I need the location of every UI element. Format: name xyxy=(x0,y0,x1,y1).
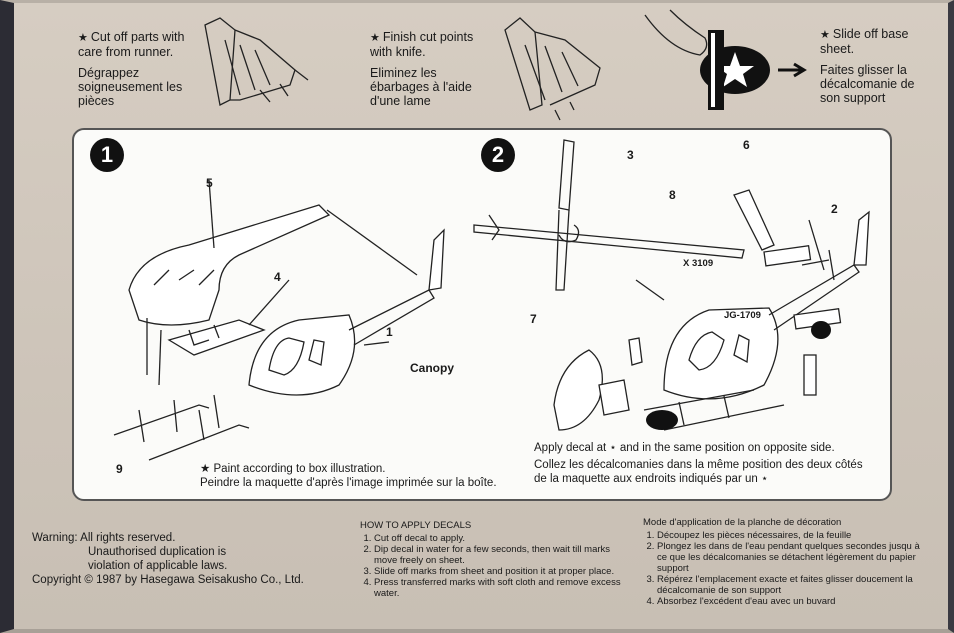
paint-note-fr: Peindre la maquette d'après l'image impr… xyxy=(200,477,497,489)
how-to-step: Press transferred marks with soft cloth … xyxy=(374,577,630,599)
mode-step: Répérez l'emplacement exacte et faites g… xyxy=(657,574,923,596)
part-label-5: 5 xyxy=(206,176,213,190)
tip-slide-base: ★Slide off base sheet. Faites glisser la… xyxy=(820,27,935,105)
tip-cut-parts-fr: Dégrappez soigneusement les pièces xyxy=(78,66,183,108)
part-label-1: 1 xyxy=(386,325,393,339)
star-icon: ★ xyxy=(200,463,211,475)
tip-finish-cut: ★Finish cut points with knife. Eliminez … xyxy=(370,30,490,108)
tip-slide-base-en: Slide off base sheet. xyxy=(820,27,909,56)
how-to-step: Cut off decal to apply. xyxy=(374,533,630,544)
part-label-8: 8 xyxy=(669,188,676,202)
decal-code-1: X 3109 xyxy=(683,258,714,269)
tip-finish-cut-fr: Eliminez les ébarbages à l'aide d'une la… xyxy=(370,66,472,108)
part-label-6: 6 xyxy=(743,138,750,152)
assembly-panel: 1 2 5 4 1 9 ★ Paint according to box ill… xyxy=(72,128,892,501)
knife-finish-illustration xyxy=(504,17,601,121)
warning-label: Warning: xyxy=(32,532,78,544)
decal-note-en: Apply decal at ⋆ and in the same positio… xyxy=(534,442,835,454)
decal-note-fr-1: Collez les décalcomanies dans la même po… xyxy=(534,459,863,471)
paint-note: ★ Paint according to box illustration. P… xyxy=(200,462,500,490)
mode-step: Plongez les dans de l'eau pendant quelqu… xyxy=(657,541,923,574)
part-label-9: 9 xyxy=(116,462,123,476)
mode-title: Mode d'application de la planche de déco… xyxy=(643,517,842,528)
runner-cut-illustration xyxy=(204,17,309,106)
star-icon: ★ xyxy=(820,29,830,41)
mode-step: Absorbez l'excédent d'eau avec un buvard xyxy=(657,596,923,607)
how-to-step: Dip decal in water for a few seconds, th… xyxy=(374,544,630,566)
paint-note-en: Paint according to box illustration. xyxy=(213,463,386,475)
tip-cut-parts: ★Cut off parts with care from runner. Dé… xyxy=(78,30,198,108)
decal-code-2: JG-1709 xyxy=(724,310,761,321)
step-1-assembly-drawing xyxy=(113,179,445,461)
decal-note-fr-2: de la maquette aux endroits indiqués par… xyxy=(534,473,769,485)
step-2-number: 2 xyxy=(481,138,515,172)
how-to-title: HOW TO APPLY DECALS xyxy=(360,520,472,531)
step-2-assembly-drawing xyxy=(473,139,870,431)
mode-application: Mode d'application de la planche de déco… xyxy=(643,517,923,607)
how-to-step: Slide off marks from sheet and position … xyxy=(374,566,630,577)
warning-line-2: Unauthorised duplication is xyxy=(88,546,227,558)
part-label-2: 2 xyxy=(831,202,838,216)
how-to-apply-decals: HOW TO APPLY DECALS Cut off decal to app… xyxy=(360,520,630,599)
mode-step: Découpez les pièces nécessaires, de la f… xyxy=(657,530,923,541)
tip-finish-cut-en: Finish cut points with knife. xyxy=(370,30,474,59)
part-label-4: 4 xyxy=(274,270,281,284)
canopy-label: Canopy xyxy=(410,361,455,375)
tip-cut-parts-en: Cut off parts with care from runner. xyxy=(78,30,185,59)
warning-line-3: violation of applicable laws. xyxy=(88,560,228,572)
star-icon: ★ xyxy=(78,32,88,44)
warning-line-1: All rights reserved. xyxy=(80,532,176,544)
decal-slide-illustration xyxy=(644,9,807,110)
part-label-7: 7 xyxy=(530,312,537,326)
decal-note: Apply decal at ⋆ and in the same positio… xyxy=(534,441,889,486)
warning-block: Warning: All rights reserved. Unauthoris… xyxy=(32,531,332,587)
star-icon: ★ xyxy=(370,32,380,44)
tip-slide-base-fr: Faites glisser la décalcomanie de son su… xyxy=(820,63,915,105)
part-label-3: 3 xyxy=(627,148,634,162)
step-1-number: 1 xyxy=(90,138,124,172)
copyright: Copyright © 1987 by Hasegawa Seisakusho … xyxy=(32,574,304,586)
